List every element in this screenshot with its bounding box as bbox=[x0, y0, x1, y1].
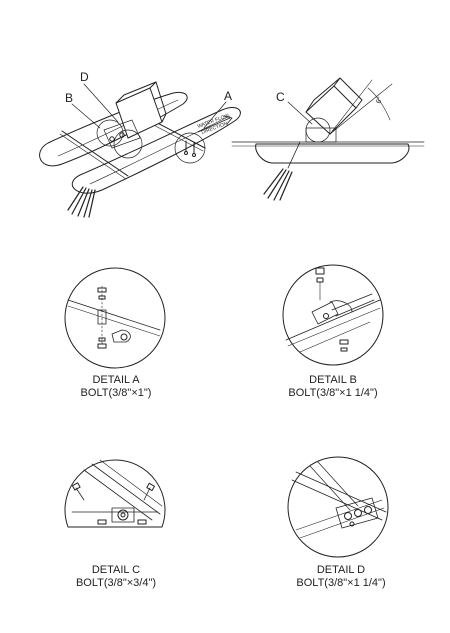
flow-arrow bbox=[197, 115, 233, 133]
detail-b-title: DETAIL B bbox=[309, 374, 357, 386]
detail-d-caption: DETAIL D BOLT(3/8"×1 1/4") bbox=[271, 564, 411, 590]
detail-a-bolt: BOLT(3/8"×1") bbox=[80, 387, 152, 399]
side-view bbox=[231, 77, 425, 201]
pontoon-side bbox=[255, 143, 410, 164]
detail-d-title: DETAIL D bbox=[316, 564, 366, 576]
detail-c-drawing bbox=[64, 459, 166, 528]
detail-b-drawing bbox=[282, 264, 384, 366]
crossbar-left bbox=[61, 130, 129, 177]
detail-circle-a bbox=[174, 132, 206, 164]
callout-d: D bbox=[80, 70, 89, 84]
callout-a: A bbox=[224, 89, 232, 103]
pontoon-rear bbox=[39, 91, 188, 167]
detail-circle-b bbox=[96, 119, 124, 147]
detail-a-title: DETAIL A bbox=[92, 374, 140, 386]
detail-circle-d bbox=[113, 129, 143, 159]
detail-d-bolt: BOLT(3/8"×1 1/4") bbox=[296, 577, 386, 589]
detail-a-caption: DETAIL A BOLT(3/8"×1") bbox=[46, 374, 186, 400]
detail-a-drawing bbox=[64, 267, 166, 369]
detail-d-drawing bbox=[287, 456, 389, 558]
discharge-brush bbox=[67, 186, 96, 218]
detail-b-caption: DETAIL B BOLT(3/8"×1 1/4") bbox=[263, 374, 403, 400]
detail-c-bolt: BOLT(3/8"×3/4") bbox=[75, 577, 157, 589]
detail-c-caption: DETAIL C BOLT(3/8"×3/4") bbox=[46, 564, 186, 590]
detail-c-title: DETAIL C bbox=[91, 564, 141, 576]
float-assembly-view bbox=[39, 81, 241, 218]
callout-c: C bbox=[276, 90, 285, 104]
angle-label: 6° bbox=[374, 95, 384, 104]
detail-b-bolt: BOLT(3/8"×1 1/4") bbox=[288, 387, 378, 399]
detail-circle-c bbox=[305, 117, 331, 143]
callout-b: B bbox=[65, 91, 73, 105]
